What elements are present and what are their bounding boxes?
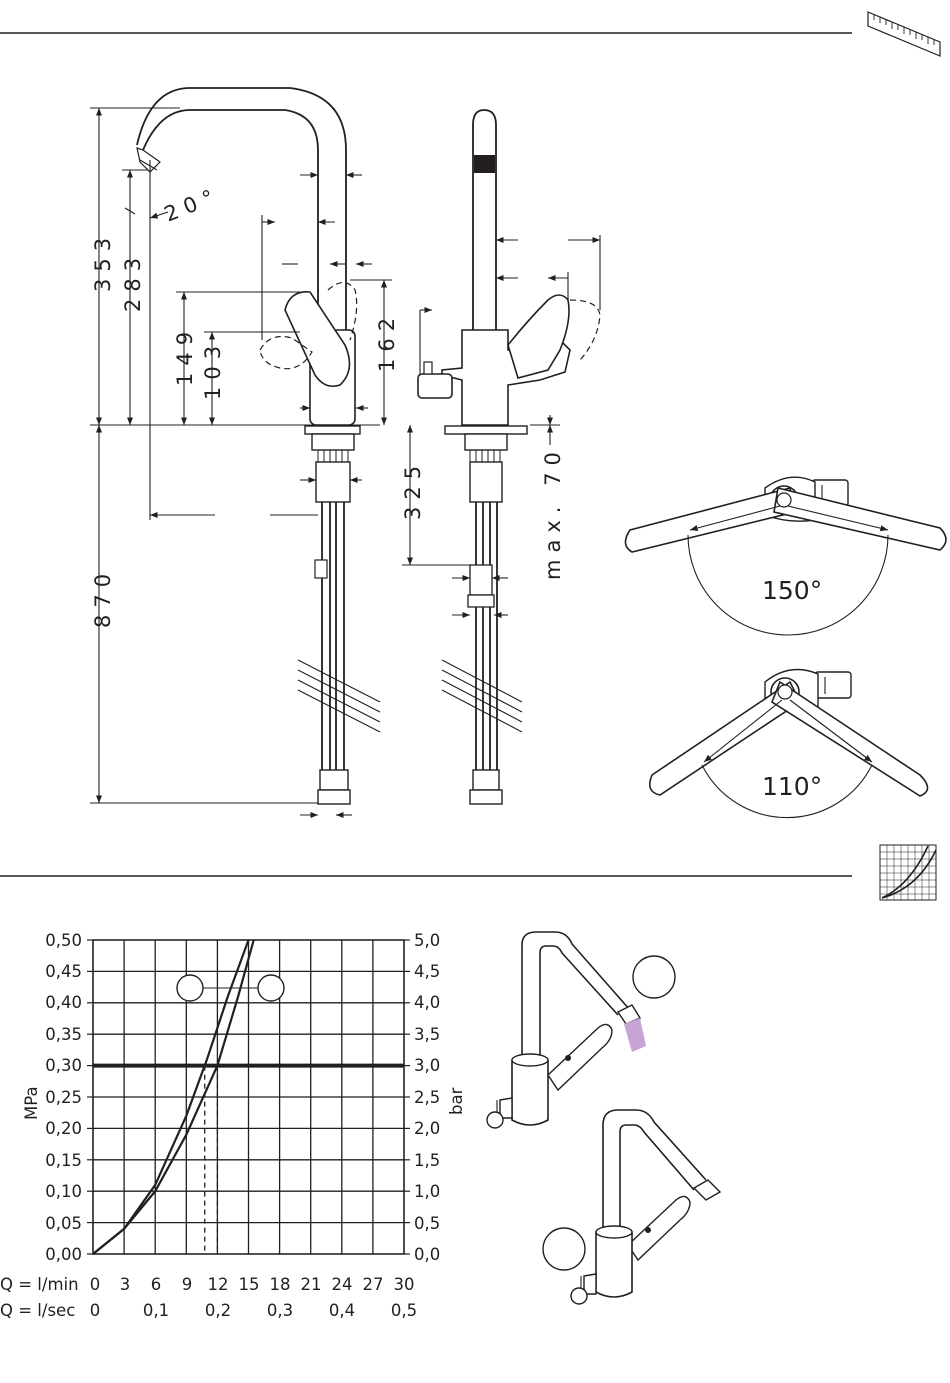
flow-chart-icon: [880, 845, 936, 900]
right-tick-label: 5,0: [414, 931, 440, 950]
x-tick-label: 18: [270, 1275, 291, 1294]
dim-lever-reach: 162: [375, 311, 399, 372]
ruler-icon: [868, 12, 940, 56]
left-tick-label: 0,10: [45, 1182, 82, 1201]
q-lsec-ticks: 0 0,1 0,2 0,3 0,4 0,5: [90, 1301, 417, 1320]
left-tick-label: 0,35: [45, 1025, 82, 1044]
left-tick-label: 0,40: [45, 993, 82, 1012]
x-sec-tick-label: 0,5: [391, 1301, 417, 1320]
faucet-side-view: [137, 88, 380, 804]
left-axis-labels: 0,50 0,45 0,40 0,35 0,30 0,25 0,20 0,15 …: [45, 931, 82, 1264]
right-tick-label: 1,0: [414, 1182, 440, 1201]
left-tick-label: 0,15: [45, 1151, 82, 1170]
right-tick-label: 4,5: [414, 962, 440, 981]
x-tick-label: 9: [182, 1275, 193, 1294]
series-marker-a: [177, 975, 203, 1001]
right-tick-label: 3,0: [414, 1056, 440, 1075]
left-tick-label: 0,30: [45, 1056, 82, 1075]
series-marker-b: [258, 975, 284, 1001]
right-axis-unit: bar: [447, 1087, 466, 1115]
left-tick-label: 0,45: [45, 962, 82, 981]
x-tick-label: 6: [151, 1275, 162, 1294]
x-sec-tick-label: 0,1: [143, 1301, 169, 1320]
dim-max-deck: max. 70: [541, 445, 565, 580]
left-tick-label: 0,25: [45, 1088, 82, 1107]
x-tick-label: 27: [363, 1275, 384, 1294]
flow-chart: [87, 940, 410, 1254]
left-tick-label: 0,50: [45, 931, 82, 950]
x-sec-tick-label: 0,3: [267, 1301, 293, 1320]
right-tick-label: 1,5: [414, 1151, 440, 1170]
dim-shank-length: 325: [401, 459, 425, 520]
x-sec-tick-label: 0: [90, 1301, 101, 1320]
right-tick-label: 3,5: [414, 1025, 440, 1044]
dim-hose-length: 870: [91, 567, 115, 628]
dim-spout-angle: 20°: [161, 183, 224, 227]
water-spray: [624, 1018, 646, 1052]
swivel-150-diagram: [625, 477, 946, 635]
left-axis-unit: MPa: [22, 1086, 41, 1120]
x-tick-label: 21: [301, 1275, 322, 1294]
x-sec-tick-label: 0,4: [329, 1301, 355, 1320]
right-tick-label: 0,5: [414, 1214, 440, 1233]
right-axis-ticks: [404, 940, 410, 1254]
right-axis-labels: 5,0 4,5 4,0 3,5 3,0 2,5 2,0 1,5 1,0 0,5 …: [414, 931, 440, 1264]
q-lmin-label: Q = l/min: [0, 1275, 79, 1294]
right-tick-label: 2,5: [414, 1088, 440, 1107]
dim-body-height: 103: [201, 339, 225, 400]
dim-lever-height: 149: [173, 325, 197, 386]
x-tick-label: 24: [332, 1275, 353, 1294]
right-tick-label: 0,0: [414, 1245, 440, 1264]
x-sec-tick-label: 0,2: [205, 1301, 231, 1320]
right-tick-label: 4,0: [414, 993, 440, 1012]
mode-marker-lower: [543, 1228, 585, 1270]
x-tick-label: 30: [394, 1275, 415, 1294]
left-axis-ticks: [87, 940, 93, 1254]
left-tick-label: 0,20: [45, 1119, 82, 1138]
x-tick-label: 0: [90, 1275, 101, 1294]
angle-label-110: 110°: [762, 772, 822, 801]
q-lmin-ticks: 0 3 6 9 12 15 18 21 24 27 30: [90, 1275, 415, 1294]
q-lsec-label: Q = l/sec: [0, 1301, 75, 1320]
dim-total-height: 353: [91, 231, 115, 292]
faucet-front-view: [418, 110, 600, 804]
mode-marker-upper: [633, 956, 675, 998]
dim-spout-height: 283: [121, 251, 145, 312]
left-tick-label: 0,05: [45, 1214, 82, 1233]
left-tick-label: 0,00: [45, 1245, 82, 1264]
faucet-illustration-upper: [487, 932, 675, 1128]
angle-label-150: 150°: [762, 576, 822, 605]
faucet-illustration-lower: [543, 1110, 720, 1304]
x-tick-label: 3: [120, 1275, 131, 1294]
x-tick-label: 12: [208, 1275, 229, 1294]
right-tick-label: 2,0: [414, 1119, 440, 1138]
x-tick-label: 15: [239, 1275, 260, 1294]
